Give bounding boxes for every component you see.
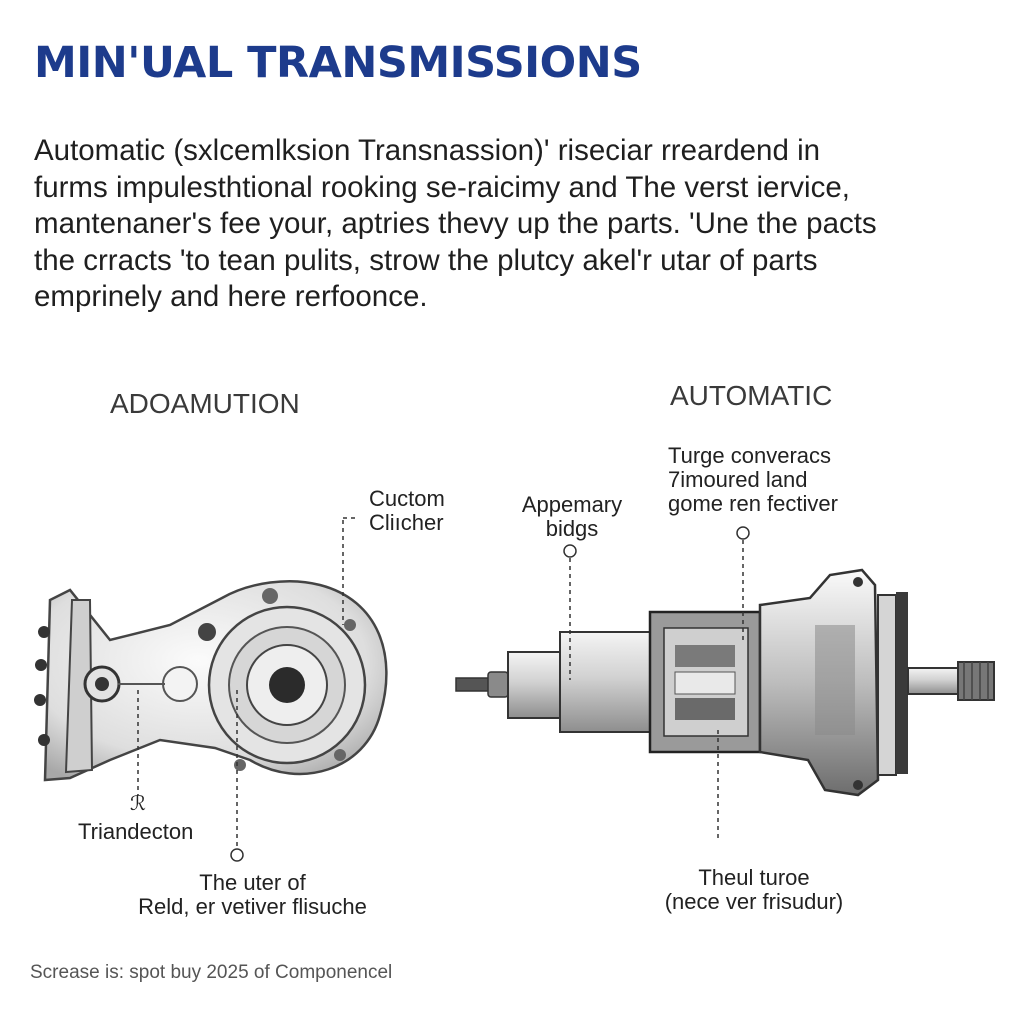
intro-line: the crracts 'to tean pulits, strow the p… <box>34 243 818 277</box>
marker-glyph: ℛ <box>130 793 146 815</box>
left-callouts <box>137 517 355 848</box>
intro-line: Automatic (sxlcemlksion Transnassion)' r… <box>34 134 821 167</box>
label-triandecton: Triandecton <box>78 819 194 844</box>
left-diagram-heading: ADOAMUTION <box>110 388 300 419</box>
automatic-transmission-drawing <box>455 568 995 797</box>
bell-housing-drawing <box>34 580 388 782</box>
callout-circle <box>736 526 750 540</box>
intro-paragraph: Automatic (sxlcemlksion Transnassion)' r… <box>34 133 984 316</box>
label-torque-converter: Turge converacs 7imoured land gome ren f… <box>668 443 838 516</box>
right-callouts <box>569 540 744 840</box>
intro-line: furms impulesthtional rooking se-raicimy… <box>34 170 850 204</box>
callout-circle <box>563 544 577 558</box>
label-custom-clutcher: Cuctom Cliıcher <box>369 486 445 535</box>
label-appemary-bidgs: Appemary bidgs <box>521 492 623 541</box>
page-title: MIN'UAL TRANSMISSIONS <box>34 38 642 88</box>
label-thrust-tube: Theul turoe (nece ver frisudur) <box>664 865 844 914</box>
footnote: Screase is: spot buy 2025 of Componencel <box>30 962 393 983</box>
intro-line: emprinely and here rerfoonce. <box>34 280 428 313</box>
intro-line: mantenaner's fee your, aptries thevy up … <box>34 207 877 240</box>
label-outer-field: The uter of Reld, er vetiver flisuche <box>138 870 367 919</box>
right-diagram-heading: AUTOMATIC <box>670 380 833 411</box>
callout-circle <box>230 848 244 862</box>
